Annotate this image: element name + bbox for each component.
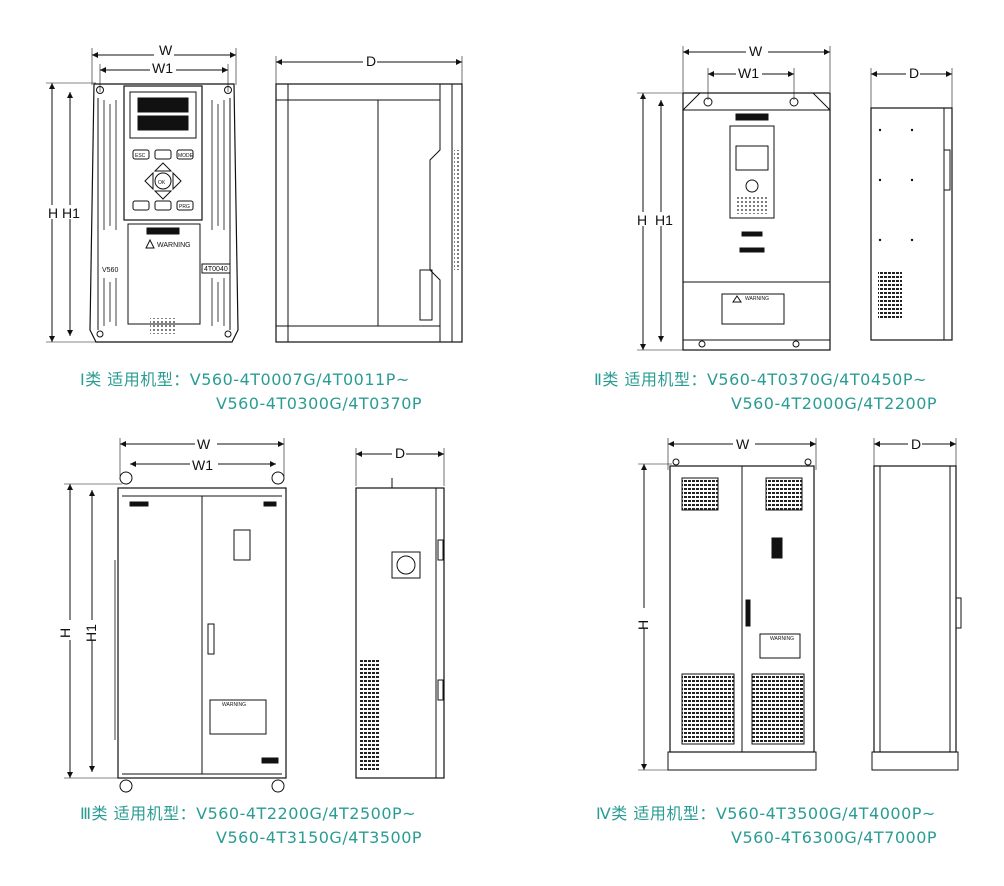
panel-4-d-label: D xyxy=(911,436,921,452)
panel-1-model-badge: V560 xyxy=(102,267,118,274)
panel-1-caption-line2: V560-4T0300G/4T0370P xyxy=(216,394,423,413)
panel-2-w1-label: W1 xyxy=(738,65,759,81)
panel-1-drawing xyxy=(46,44,239,343)
prg-key-label: PRG xyxy=(179,204,190,210)
panel-3-w1-label: W1 xyxy=(192,457,213,473)
panel-4-warning-title: WARNING xyxy=(770,636,794,642)
panel-3-caption-line1: Ⅲ类 适用机型：V560-4T2200G/4T2500P~ xyxy=(80,804,417,823)
panel-3-h-label: H xyxy=(57,628,73,638)
panel-2-caption-line1: Ⅱ类 适用机型：V560-4T0370G/4T0450P~ xyxy=(594,370,927,389)
panel-1-side-view xyxy=(275,54,463,343)
panel-1-warning-title: WARNING xyxy=(157,242,191,249)
panel-3-w-label: W xyxy=(197,436,211,452)
panel-1-w-label: W xyxy=(159,42,173,58)
esc-key-label: ESC xyxy=(135,153,146,159)
panel-1-rating-badge: 4T0040 xyxy=(204,266,228,273)
panel-2-warning-title: WARNING xyxy=(745,296,769,302)
panel-4-side-view xyxy=(871,436,962,771)
mode-key-label: MODE xyxy=(178,153,194,159)
panel-4-drawing xyxy=(636,436,817,771)
panel-1-w1-label: W1 xyxy=(152,60,173,76)
panel-2-h1-label: H1 xyxy=(655,212,673,228)
panel-3-drawing xyxy=(62,436,287,793)
panel-3-h1-label: H1 xyxy=(83,624,99,642)
panel-2-h-label: H xyxy=(637,212,647,228)
panel-2-d-label: D xyxy=(909,65,919,81)
panel-2-w-label: W xyxy=(749,43,763,59)
panel-2-side-view xyxy=(870,66,953,341)
ok-key-label: OK xyxy=(158,180,166,186)
panel-1-h1-label: H1 xyxy=(62,205,80,221)
panel-4-h-label: H xyxy=(635,620,651,630)
panel-1-h-label: H xyxy=(48,205,58,221)
panel-4-caption-line1: Ⅳ类 适用机型：V560-4T3500G/4T4000P~ xyxy=(596,804,936,823)
panel-3-warning-title: WARNING xyxy=(222,702,246,708)
panel-2-caption-line2: V560-4T2000G/4T2200P xyxy=(731,394,938,413)
panel-3-side-view xyxy=(355,446,445,779)
panel-3-d-label: D xyxy=(395,445,405,461)
panel-2-drawing xyxy=(637,44,831,351)
panel-4-w-label: W xyxy=(736,436,750,452)
panel-3-caption-line2: V560-4T3150G/4T3500P xyxy=(216,828,423,847)
panel-1-caption-line1: Ⅰ类 适用机型：V560-4T0007G/4T0011P~ xyxy=(80,370,410,389)
panel-1-d-label: D xyxy=(366,53,376,69)
panel-4-caption-line2: V560-4T6300G/4T7000P xyxy=(731,828,938,847)
